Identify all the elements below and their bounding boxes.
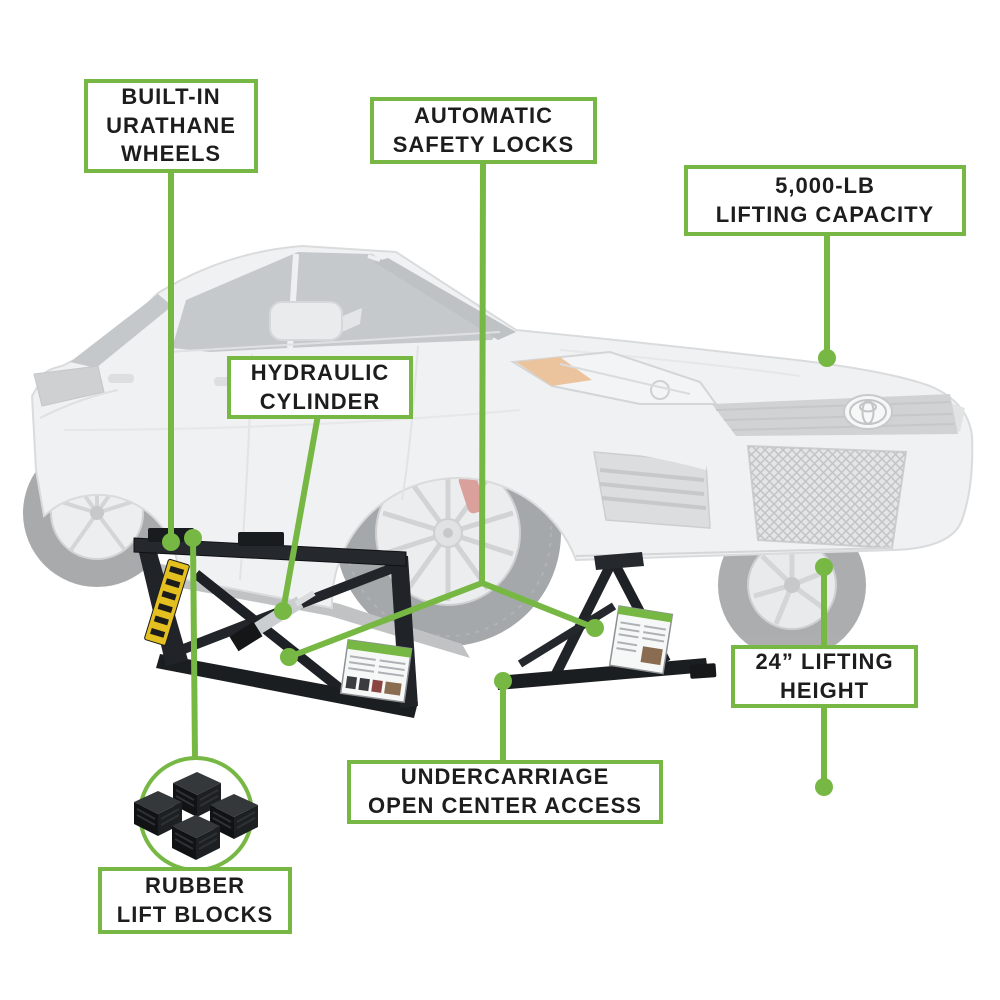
headlight: [509, 350, 718, 405]
callout-line: UNDERCARRIAGE: [400, 764, 610, 790]
spec-label-icon: [339, 638, 413, 704]
beltline: [167, 331, 501, 353]
callout-line: RUBBER: [144, 872, 246, 898]
line-safety-locks-right: [480, 580, 597, 631]
callout-line: LIFT BLOCKS: [116, 901, 274, 927]
callout-line: WHEELS: [120, 141, 222, 167]
warning-sticker-icon: [144, 558, 190, 646]
rubber-block-pad: [238, 532, 284, 546]
callout-line: 5,000-LB: [775, 172, 875, 198]
grille-slats: [715, 401, 955, 431]
callout-automatic-safety-locks: AUTOMATIC SAFETY LOCKS: [370, 97, 597, 164]
lower-grille: [746, 444, 908, 550]
trunk-seam: [39, 389, 119, 419]
callout-lifting-height: 24” LIFTING HEIGHT: [731, 645, 918, 708]
callout-line: CYLINDER: [259, 388, 381, 414]
callout-line: HYDRAULIC: [250, 359, 390, 385]
callout-line: OPEN CENTER ACCESS: [368, 793, 642, 818]
callout-line: URATHANE: [106, 112, 236, 138]
brake-caliper: [458, 472, 486, 514]
callout-line: BUILT-IN: [121, 84, 221, 110]
right-lift-frame: [496, 552, 717, 690]
body-crease: [63, 409, 521, 431]
callout-line: HEIGHT: [779, 677, 870, 703]
toyota-emblem: [843, 394, 893, 430]
callout-undercarriage-access: UNDERCARRIAGE OPEN CENTER ACCESS: [347, 760, 663, 824]
rear-window: [70, 294, 172, 368]
callout-hydraulic-cylinder: HYDRAULIC CYLINDER: [227, 356, 413, 419]
fog-light-inlet: [560, 432, 711, 529]
line-hydraulic-cylinder: [280, 414, 321, 612]
callout-line: AUTOMATIC: [414, 102, 553, 128]
rubber-lift-blocks-icon: [134, 756, 258, 872]
line-rubber-blocks: [190, 535, 198, 761]
left-lift-frame: [133, 528, 418, 718]
callout-line: LIFTING CAPACITY: [715, 201, 935, 227]
callout-built-in-urathane-wheels: BUILT-IN URATHANE WHEELS: [84, 79, 258, 173]
callout-rubber-lift-blocks: RUBBER LIFT BLOCKS: [98, 867, 292, 934]
callout-line: SAFETY LOCKS: [392, 131, 575, 157]
a-pillar: [367, 254, 381, 262]
door-handle: [108, 374, 134, 383]
callout-line: 24” LIFTING: [755, 648, 894, 674]
side-mirror: [269, 301, 362, 341]
turn-signal-amber: [516, 357, 592, 386]
connector-dots: [162, 349, 836, 796]
connector-lines: [168, 159, 830, 787]
spec-label-icon: [608, 605, 674, 675]
door-seam: [401, 345, 419, 501]
taillight: [33, 365, 105, 407]
side-windows: [172, 252, 500, 352]
callout-lifting-capacity: 5,000-LB LIFTING CAPACITY: [684, 165, 966, 236]
